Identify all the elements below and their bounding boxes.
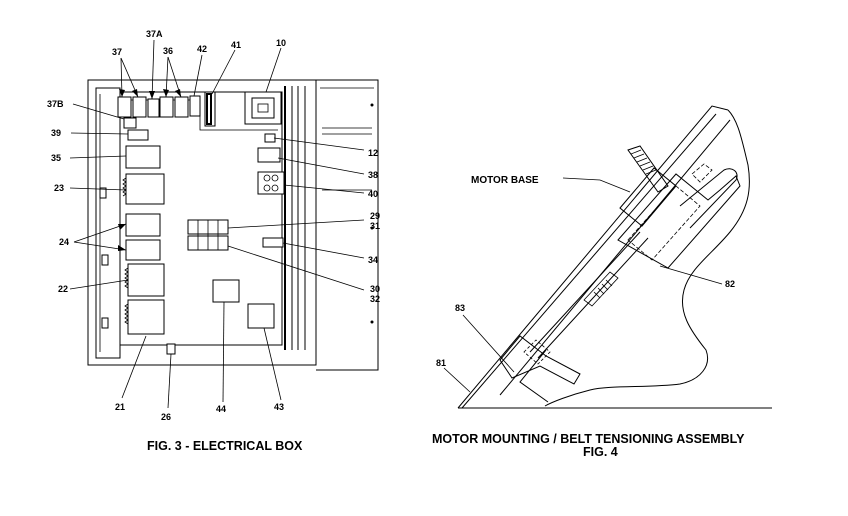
label-43: 43 xyxy=(274,402,284,412)
electrical-box-housing xyxy=(87,79,317,366)
label-29: 29 xyxy=(370,211,380,221)
pivot-block-83 xyxy=(499,335,581,385)
label-21: 21 xyxy=(115,402,125,412)
label-37: 37 xyxy=(112,47,122,57)
fig3-caption: FIG. 3 - ELECTRICAL BOX xyxy=(147,439,303,453)
label-42: 42 xyxy=(197,44,207,54)
fig4-caption-line1: MOTOR MOUNTING / BELT TENSIONING ASSEMBL… xyxy=(432,432,745,446)
label-35: 35 xyxy=(51,153,61,163)
tension-bracket xyxy=(617,173,741,269)
fig3-arrowheads xyxy=(118,89,181,251)
component-40 xyxy=(257,171,285,195)
label-36: 36 xyxy=(163,46,173,56)
label-41: 41 xyxy=(231,40,241,50)
label-22: 22 xyxy=(58,284,68,294)
component-35 xyxy=(125,145,161,169)
motor-mounting-figure: MOTOR BASE 82 83 81 MOTOR MOUNTING / BEL… xyxy=(432,105,772,459)
label-83: 83 xyxy=(455,303,465,313)
component-34 xyxy=(262,237,284,248)
label-39: 39 xyxy=(51,128,61,138)
label-24: 24 xyxy=(59,237,69,247)
electrical-box-figure: 37 37A 36 42 41 10 37B 39 35 23 24 22 21… xyxy=(47,29,380,453)
label-30: 30 xyxy=(370,284,380,294)
relay-36-b xyxy=(174,96,189,118)
label-10: 10 xyxy=(276,38,286,48)
component-44 xyxy=(212,279,240,303)
component-21 xyxy=(127,299,165,335)
fig4-leader-lines xyxy=(443,177,723,393)
label-37a: 37A xyxy=(146,29,163,39)
fig4-caption-line2: FIG. 4 xyxy=(583,445,618,459)
relay-37-b xyxy=(132,96,147,118)
label-38: 38 xyxy=(368,170,378,180)
label-37b: 37B xyxy=(47,99,64,109)
electrical-box-right-door xyxy=(316,79,379,371)
component-24-b xyxy=(125,239,161,261)
label-81: 81 xyxy=(436,358,446,368)
label-44: 44 xyxy=(216,404,226,414)
label-12: 12 xyxy=(368,148,378,158)
motor-base-frame xyxy=(457,105,729,409)
component-38 xyxy=(257,147,281,163)
component-43 xyxy=(247,303,275,329)
component-26 xyxy=(166,343,176,355)
label-23: 23 xyxy=(54,183,64,193)
component-24-a xyxy=(125,213,161,237)
label-26: 26 xyxy=(161,412,171,422)
label-40: 40 xyxy=(368,189,378,199)
motor-base-label: MOTOR BASE xyxy=(471,175,539,186)
label-32: 32 xyxy=(370,294,380,304)
component-23 xyxy=(125,173,165,205)
relay-37a xyxy=(147,98,160,118)
relay-37-a xyxy=(117,96,132,118)
fig3-leader-lines xyxy=(69,39,365,409)
label-34: 34 xyxy=(368,255,378,265)
break-outline xyxy=(544,109,750,407)
label-82: 82 xyxy=(725,279,735,289)
component-22 xyxy=(127,263,165,297)
relay-36-a xyxy=(159,96,174,118)
label-31: 31 xyxy=(370,221,380,231)
